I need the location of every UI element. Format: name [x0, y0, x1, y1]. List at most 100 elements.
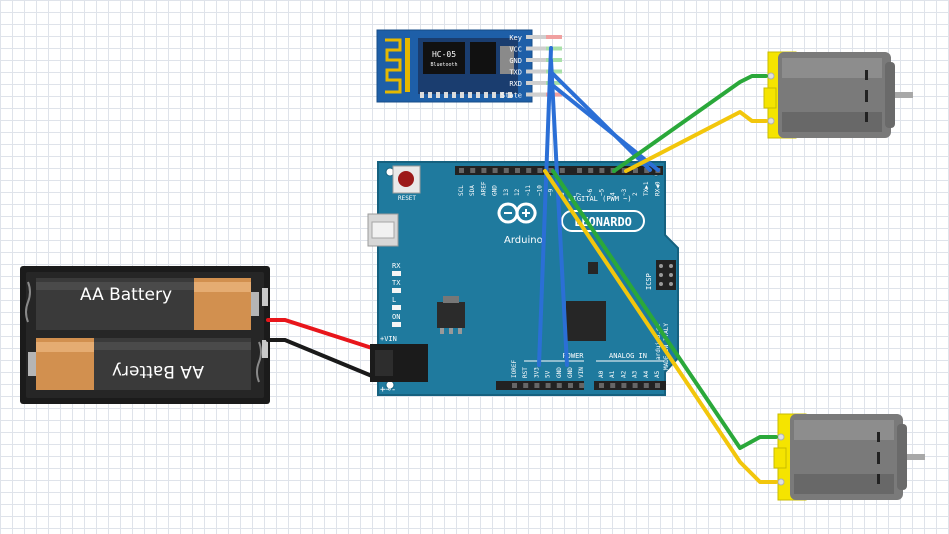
- digital-pin-hole-gnd: [492, 168, 498, 173]
- analog-pin-hole-a4: [643, 383, 649, 388]
- digital-pin-label-gnd: GND: [492, 185, 499, 196]
- digital-pin-label-6: ~6: [587, 188, 594, 196]
- power-header-label: POWER: [562, 352, 584, 360]
- digital-pin-label-3: ~3: [621, 188, 628, 196]
- power-pin-hole-gnd: [568, 383, 573, 388]
- analog-pin-hole-a3: [632, 383, 638, 388]
- power-header: [496, 381, 585, 390]
- reset-label: RESET: [398, 195, 416, 202]
- battery-pack: AA Battery AA Battery: [20, 266, 270, 404]
- power-pin-hole-ioref: [512, 383, 517, 388]
- bt-pin-label-vcc: VCC: [509, 46, 522, 54]
- microcontroller-chip: [566, 301, 606, 341]
- digital-pin-label-9: ~9: [548, 188, 555, 196]
- digital-pin-label-10: ~10: [536, 185, 543, 196]
- wire-bt-gnd: [549, 58, 569, 367]
- digital-pin-hole-13: [503, 168, 509, 173]
- power-pin-label-gnd: GND: [556, 367, 563, 378]
- analog-pin-hole-a1: [610, 383, 616, 388]
- reset-button[interactable]: [392, 165, 421, 194]
- analog-pin-hole-a2: [621, 383, 627, 388]
- bt-pin-label-state: State: [501, 92, 522, 100]
- digital-pin-label-rx-0: RX◀0: [654, 181, 661, 196]
- analog-pin-hole-a5: [655, 383, 660, 388]
- motor-bottom: [773, 413, 925, 501]
- analog-pin-label-a3: A3: [632, 370, 639, 378]
- signal-wires: [537, 46, 778, 484]
- power-pin-hole-gnd: [556, 383, 562, 388]
- power-pin-hole-3v3: [534, 383, 540, 388]
- arduino-board: RESET RX TX L ON: [367, 161, 679, 396]
- wire-battery-negative: [266, 338, 374, 378]
- motor-top: [763, 51, 913, 139]
- bt-pin-lead-txd: [526, 69, 550, 74]
- analog-pin-hole-a0: [599, 383, 604, 388]
- analog-pin-label-a2: A2: [620, 370, 627, 378]
- power-pin-label-ioref: IOREF: [511, 360, 518, 378]
- bt-pin-end-gnd: [546, 58, 562, 62]
- power-pin-label-rst: RST: [522, 367, 529, 378]
- motor-top-shaft: [895, 92, 913, 98]
- digital-pin-label-12: 12: [514, 188, 521, 196]
- bt-pin-lead-state: [526, 92, 550, 97]
- digital-pin-hole-sda: [470, 168, 476, 173]
- power-pin-label-5v: 5V: [545, 370, 552, 378]
- digital-pin-hole-2: [633, 168, 638, 173]
- bt-pin-label-gnd: GND: [509, 57, 522, 65]
- digital-header-label: DIGITAL (PWM ~): [568, 195, 631, 203]
- bt-pin-label-rxd: RXD: [509, 80, 522, 88]
- battery-cell-2: AA Battery: [28, 338, 251, 390]
- led-label-l: L: [392, 296, 396, 304]
- vin-label: +VIN: [380, 335, 397, 343]
- digital-pin-hole-tx-1: [644, 168, 650, 173]
- digital-pin-label-sda: SDA: [469, 185, 476, 196]
- wire-battery-positive: [266, 318, 374, 350]
- analog-pin-label-a4: A4: [643, 370, 650, 378]
- bt-pin-label-txd: TXD: [509, 69, 522, 77]
- power-pin-hole-rst: [523, 383, 529, 388]
- digital-pin-label-tx-1: TX▶1: [643, 181, 650, 196]
- digital-pin-hole-aref: [481, 168, 487, 173]
- bt-pin-lead-rxd: [526, 81, 550, 85]
- digital-pin-hole-6: [588, 168, 594, 173]
- wire-bt-vcc: [537, 46, 553, 367]
- digital-pin-label-5: ~5: [598, 188, 605, 196]
- digital-pin-label-2: 2: [632, 192, 639, 196]
- digital-pin-hole-5: [599, 168, 605, 173]
- usb-port: [367, 213, 399, 247]
- digital-pin-hole-10: [537, 168, 543, 173]
- status-leds: RX TX L ON: [392, 262, 401, 327]
- power-pin-hole-5v: [545, 383, 551, 388]
- battery-cell-1: AA Battery: [36, 278, 259, 330]
- model-badge: [561, 210, 645, 232]
- battery-cell-1-label: AA Battery: [80, 285, 172, 305]
- power-pin-label-gnd: GND: [567, 367, 574, 378]
- wire-bt-rxd: [549, 82, 660, 172]
- bt-pin-end-key: [546, 35, 562, 39]
- analog-pin-label-a5: A5: [654, 370, 661, 378]
- digital-pin-label-11: ~11: [525, 185, 532, 196]
- digital-pin-label-4: 4: [610, 192, 617, 196]
- arduino-logo: [497, 202, 537, 224]
- analog-pin-label-a0: A0: [598, 370, 605, 378]
- wire-bt-txd: [549, 70, 652, 172]
- battery-cell-2-label: AA Battery: [112, 361, 204, 381]
- digital-pin-label-scl: SCL: [458, 185, 465, 196]
- bt-pin-lead-gnd: [526, 58, 550, 62]
- small-ic: [588, 262, 598, 274]
- bt-module-subtitle: Bluetooth: [430, 62, 457, 68]
- digital-pin-hole-scl: [459, 168, 464, 173]
- wire-motor-top-b: [624, 110, 768, 173]
- dc-power-jack: [370, 344, 428, 382]
- polarity-icon: +⊸-: [380, 385, 396, 395]
- voltage-regulator: [437, 296, 465, 334]
- made-in-label: MADE IN ITALY: [663, 323, 670, 370]
- led-label-tx: TX: [392, 279, 401, 287]
- digital-pin-label-aref: AREF: [480, 181, 487, 196]
